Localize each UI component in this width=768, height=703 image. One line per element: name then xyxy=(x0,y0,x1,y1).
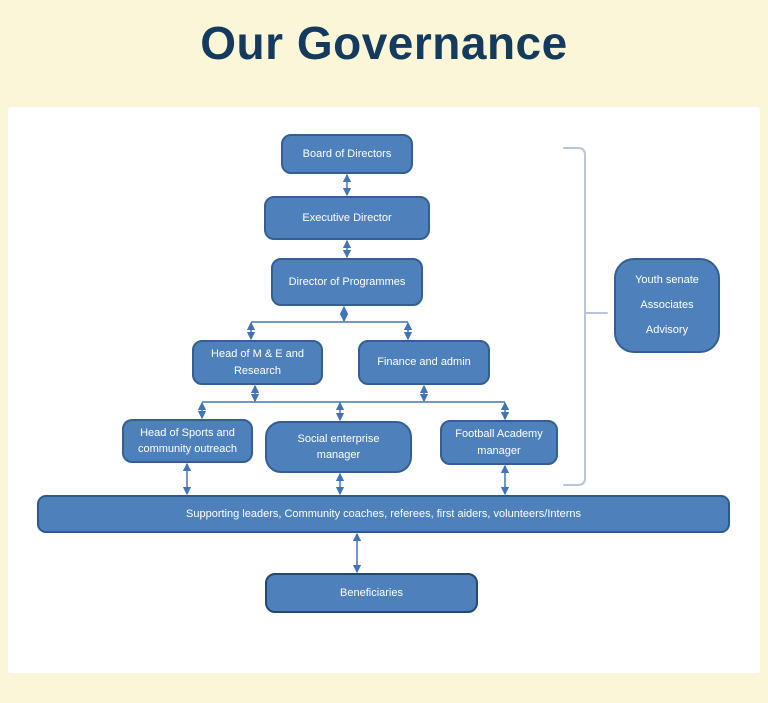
node-social-enterprise-manager: Social enterprise manager xyxy=(265,421,412,473)
node-label: Finance and admin xyxy=(377,356,471,369)
node-label: Executive Director xyxy=(302,211,392,224)
node-football-academy-manager: Football Academy manager xyxy=(440,420,558,465)
node-label: Director of Programmes xyxy=(288,275,406,288)
node-finance-and-admin: Finance and admin xyxy=(358,340,490,385)
node-executive-director: Executive Director xyxy=(264,196,430,240)
org-chart-panel: Board of Directors Executive Director Di… xyxy=(8,107,760,673)
page-title: Our Governance xyxy=(200,17,568,69)
node-head-of-me-and-research: Head of M & E and Research xyxy=(192,340,323,385)
node-label: Head of Sports and community outreach xyxy=(137,426,238,456)
node-label: Beneficiaries xyxy=(340,586,403,599)
node-label: Advisory xyxy=(645,324,689,337)
node-label: Social enterprise manager xyxy=(297,432,380,462)
node-label: Supporting leaders, Community coaches, r… xyxy=(186,507,581,520)
node-label: Youth senate xyxy=(635,274,699,287)
node-head-of-sports-community-outreach: Head of Sports and community outreach xyxy=(122,419,253,463)
node-beneficiaries: Beneficiaries xyxy=(265,573,478,613)
connectors-layer xyxy=(182,147,608,574)
node-youth-senate-associates-advisory: Youth senate Associates Advisory xyxy=(614,258,720,353)
node-supporting-leaders-bar: Supporting leaders, Community coaches, r… xyxy=(37,495,730,533)
node-board-of-directors: Board of Directors xyxy=(281,134,413,174)
node-label: Football Academy manager xyxy=(455,428,543,457)
node-label: Head of M & E and Research xyxy=(211,348,304,377)
node-label: Associates xyxy=(640,299,694,312)
youth-bracket xyxy=(563,147,586,486)
node-director-of-programmes: Director of Programmes xyxy=(271,258,423,306)
node-label: Board of Directors xyxy=(302,147,392,160)
